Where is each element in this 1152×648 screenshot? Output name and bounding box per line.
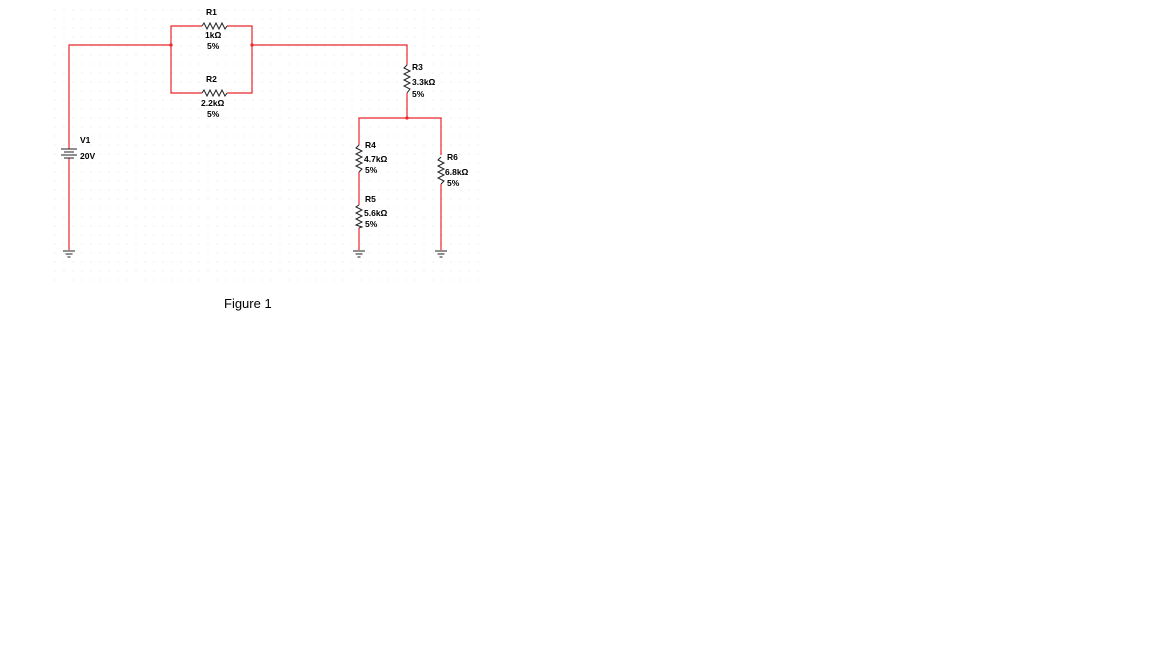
ground-icon — [435, 250, 447, 258]
r6-tolerance: 5% — [447, 178, 460, 188]
r1-tolerance: 5% — [207, 41, 220, 51]
r2-value: 2.2kΩ — [201, 98, 225, 108]
junction-dot — [250, 43, 254, 47]
r5-value: 5.6kΩ — [364, 208, 388, 218]
wire-r1-right — [227, 25, 253, 45]
wire-branch-rail — [358, 117, 442, 155]
wire-r2-right — [227, 45, 253, 94]
r4-tolerance: 5% — [365, 165, 378, 175]
r5-tolerance: 5% — [365, 219, 378, 229]
resistor-r2-symbol — [201, 88, 228, 98]
resistor-r1-symbol — [201, 21, 228, 31]
r3-value: 3.3kΩ — [412, 77, 436, 87]
ground-icon — [353, 250, 365, 258]
resistor-r6-symbol — [436, 156, 446, 185]
resistor-r3-symbol — [402, 64, 412, 94]
r2-label: R2 — [206, 74, 217, 84]
junction-dot — [405, 116, 409, 120]
wire-v1-top — [68, 44, 171, 149]
v1-value: 20V — [80, 151, 95, 161]
r6-label: R6 — [447, 152, 458, 162]
r3-tolerance: 5% — [412, 89, 425, 99]
resistor-r5-symbol — [354, 204, 364, 229]
resistor-r4-symbol — [354, 144, 364, 173]
r2-tolerance: 5% — [207, 109, 220, 119]
r4-value: 4.7kΩ — [364, 154, 388, 164]
figure-caption: Figure 1 — [224, 296, 272, 311]
r3-label: R3 — [412, 62, 423, 72]
v1-label: V1 — [80, 135, 91, 145]
r4-label: R4 — [365, 140, 376, 150]
r5-label: R5 — [365, 194, 376, 204]
wire-r1-left — [170, 25, 202, 45]
r6-value: 6.8kΩ — [445, 167, 469, 177]
ground-icon — [63, 250, 75, 258]
wire-r2-left — [170, 45, 202, 94]
wire-to-r3 — [252, 44, 408, 65]
battery-v1-symbol — [61, 148, 77, 159]
r1-value: 1kΩ — [205, 30, 221, 40]
wires — [68, 25, 442, 250]
junction-dot — [169, 43, 173, 47]
r1-label: R1 — [206, 7, 217, 17]
grid-background — [52, 4, 484, 286]
